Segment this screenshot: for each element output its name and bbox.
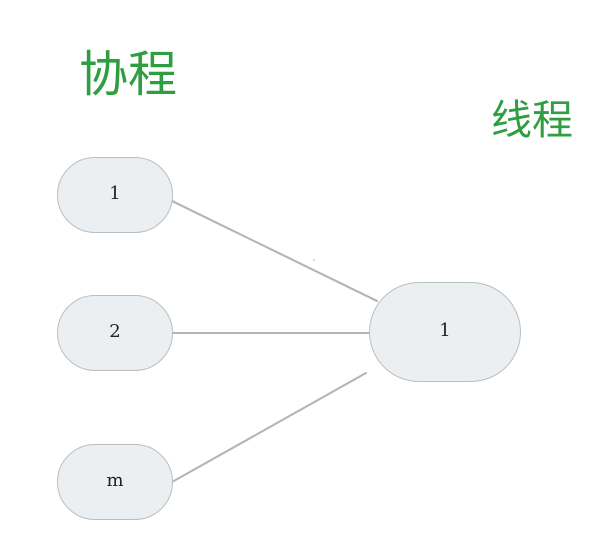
node-coroutine-1[interactable]: 1 (57, 157, 173, 233)
node-label: 1 (109, 183, 121, 204)
group-label-coroutine: 协程 (79, 46, 178, 103)
edge-coroutine-1-to-thread-1 (170, 199, 379, 303)
node-label: m (106, 470, 124, 491)
node-label: 1 (439, 320, 451, 341)
node-coroutine-m[interactable]: m (57, 444, 173, 520)
edge-speck-artifact (313, 259, 315, 261)
node-thread-1[interactable]: 1 (369, 282, 521, 382)
group-label-thread: 线程 (491, 96, 573, 144)
edge-coroutine-m-to-thread-1 (170, 371, 368, 484)
node-label: 2 (109, 321, 121, 342)
node-coroutine-2[interactable]: 2 (57, 295, 173, 371)
